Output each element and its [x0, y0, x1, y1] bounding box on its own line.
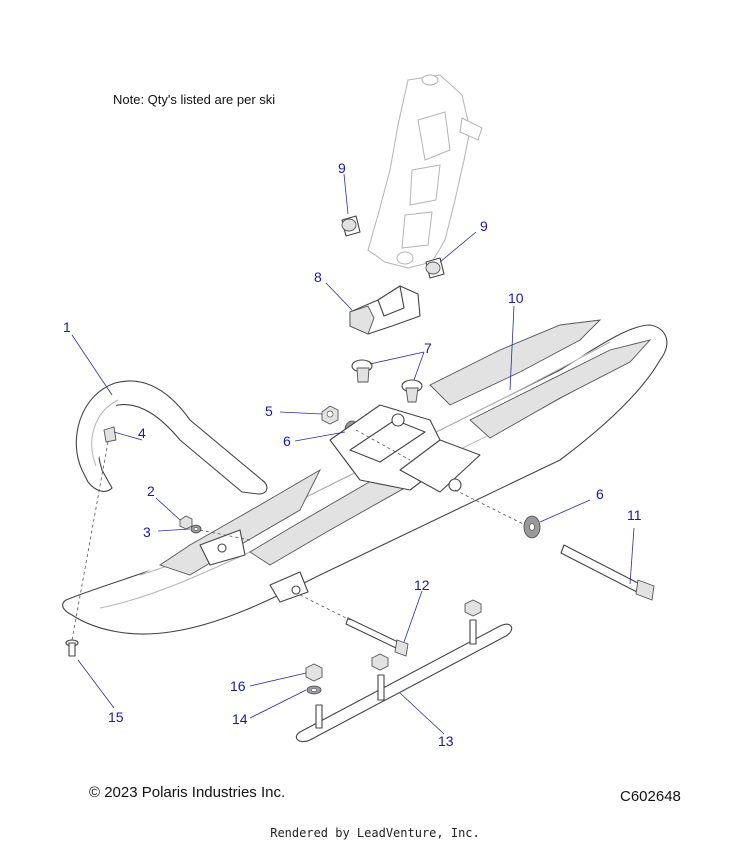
callout-1: 1	[63, 319, 71, 335]
washer-6-right	[523, 515, 541, 539]
bushing-left	[341, 215, 361, 237]
callout-9-right: 9	[480, 218, 488, 234]
callout-12: 12	[414, 577, 430, 593]
bolt-11	[560, 544, 655, 601]
nut-5	[321, 405, 339, 425]
note-text: Note: Qty's listed are per ski	[113, 92, 276, 107]
callout-labels: 1 2 3 4 5 6 6 7 8 9 9 10 11 12 13 14 15 …	[63, 160, 642, 749]
callout-6-left: 6	[283, 433, 291, 449]
bolt-12	[345, 617, 409, 657]
washer-3	[190, 524, 202, 534]
rendered-by-footer: Rendered by LeadVenture, Inc.	[270, 826, 480, 840]
washer-14	[306, 685, 322, 695]
callout-14: 14	[232, 711, 248, 727]
callout-3: 3	[143, 524, 151, 540]
insert-4	[103, 426, 117, 443]
callout-2: 2	[147, 483, 155, 499]
callout-6-right: 6	[596, 486, 604, 502]
callout-13: 13	[438, 733, 454, 749]
callout-10: 10	[508, 290, 524, 306]
spindle-block	[349, 285, 421, 335]
ski-body	[62, 319, 668, 635]
callout-8: 8	[314, 269, 322, 285]
callout-5: 5	[265, 403, 273, 419]
callout-9-left: 9	[338, 160, 346, 176]
bolt-15	[65, 639, 79, 657]
bushing-right	[425, 257, 445, 279]
callout-15: 15	[108, 709, 124, 725]
callout-16: 16	[230, 678, 246, 694]
diagram-part-number: C602648	[620, 788, 681, 805]
spindle-ghost	[367, 74, 483, 269]
copyright-text: © 2023 Polaris Industries Inc.	[89, 784, 286, 801]
nut-16	[305, 663, 323, 682]
carbide-runner	[295, 599, 513, 743]
leader-lines	[71, 173, 635, 735]
callout-7: 7	[424, 340, 432, 356]
shoulder-bolt-right	[401, 379, 423, 403]
callout-11: 11	[627, 507, 642, 523]
assembly-lines	[71, 429, 526, 641]
nut-2	[179, 515, 193, 530]
callout-4: 4	[138, 425, 146, 441]
shoulder-bolt-left	[351, 359, 373, 383]
